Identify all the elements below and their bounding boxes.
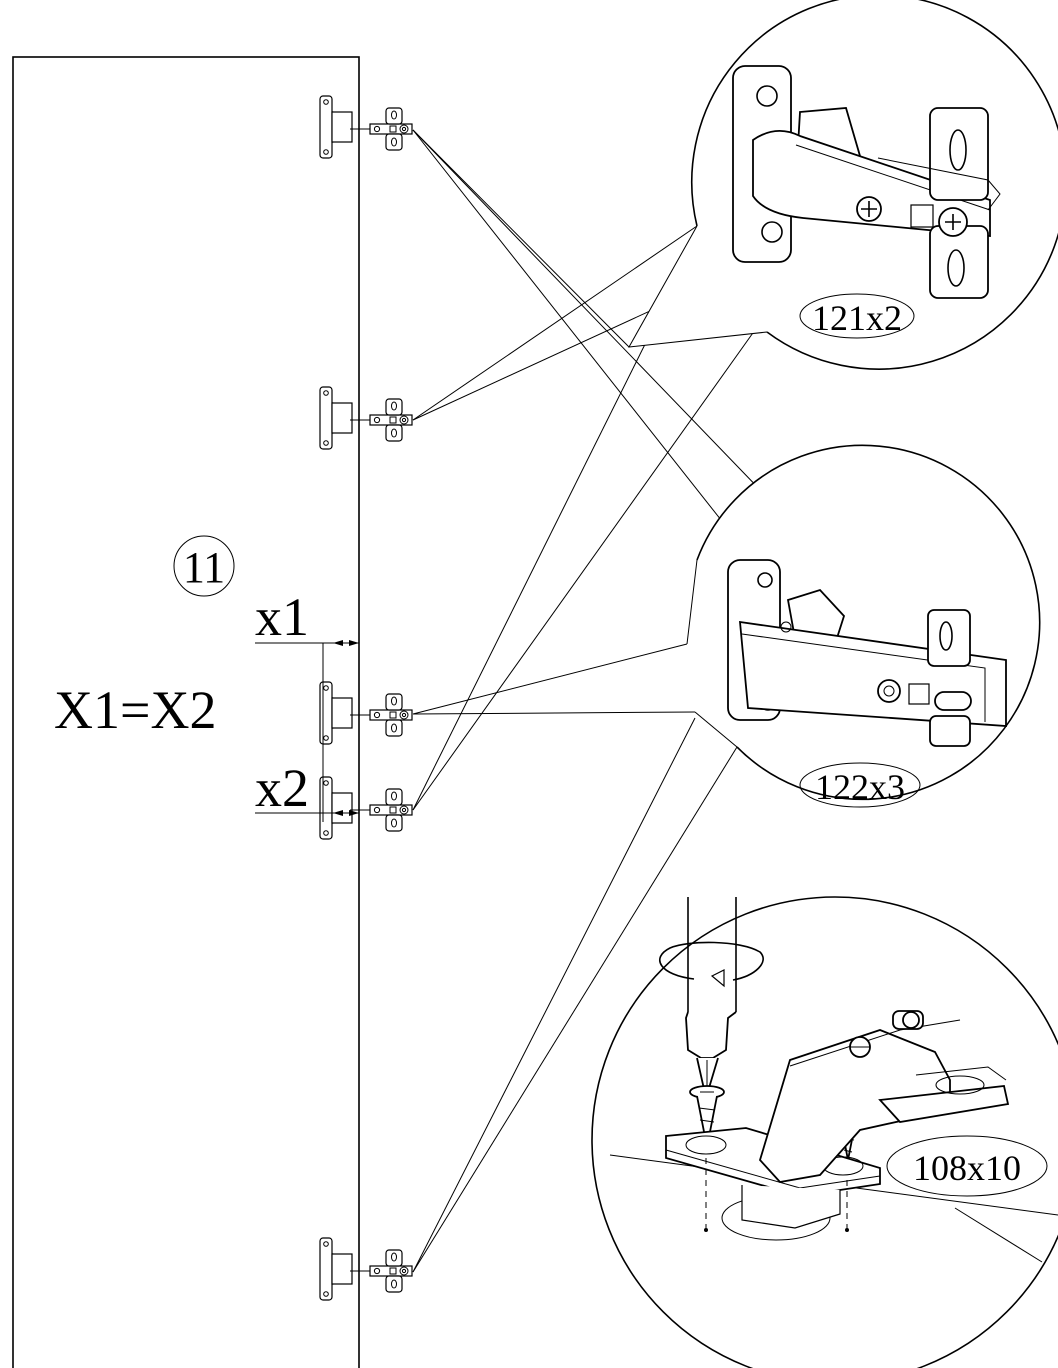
hinge-icon bbox=[319, 681, 413, 745]
hinge-icon bbox=[665, 1010, 1010, 1229]
part-label-108: 108x10 bbox=[913, 1148, 1021, 1188]
door-panel bbox=[12, 56, 360, 1368]
screwdriver-icon bbox=[685, 897, 737, 1102]
hinge-icon bbox=[319, 95, 413, 159]
leader-lines bbox=[412, 129, 768, 1273]
dimension-equation: X1=X2 bbox=[54, 680, 216, 740]
dimension-x1-label: x1 bbox=[255, 587, 309, 647]
part-number: 11 bbox=[183, 543, 225, 592]
hinge-icon bbox=[319, 776, 413, 840]
dimension-x2: x2 bbox=[255, 758, 359, 818]
part-label-121: 121x2 bbox=[812, 298, 902, 338]
part-number-badge: 11 bbox=[173, 535, 235, 597]
detail-121: 121x2 bbox=[628, 0, 1058, 370]
hinge-icon bbox=[732, 65, 1001, 299]
part-label-122: 122x3 bbox=[815, 767, 905, 807]
dimension-x2-label: x2 bbox=[255, 758, 309, 818]
screw-icon bbox=[689, 1085, 725, 1148]
rotation-arrow-icon bbox=[658, 941, 764, 988]
hinge-icon bbox=[319, 386, 413, 450]
hinge-icon bbox=[727, 559, 1007, 747]
detail-108: 108x10 bbox=[591, 896, 1058, 1368]
detail-122: 122x3 bbox=[686, 444, 1041, 808]
hinge-icon bbox=[319, 1237, 413, 1301]
dimension-x1: x1 bbox=[255, 587, 359, 822]
